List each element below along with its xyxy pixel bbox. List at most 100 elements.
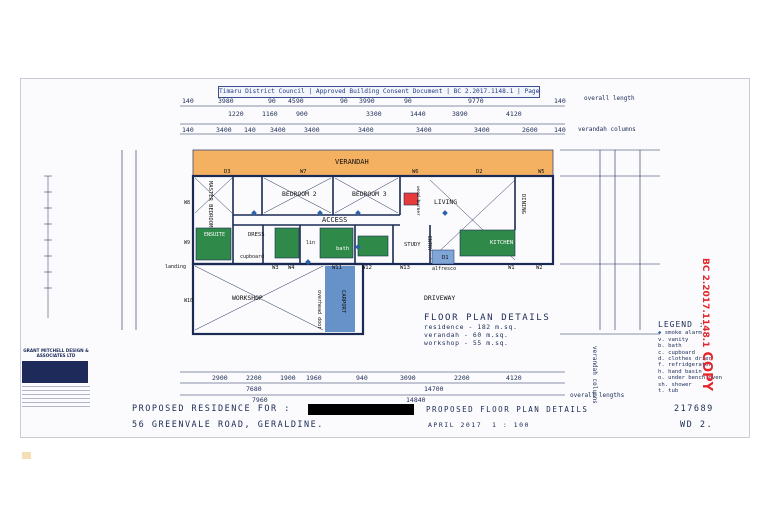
- floor-plan-details: FLOOR PLAN DETAILS residence - 182 m.sq.…: [424, 313, 550, 347]
- window-w2: W2: [536, 265, 543, 271]
- overall-lengths-label: overall lengths: [570, 392, 625, 399]
- scan-mark: [22, 452, 31, 459]
- dim-overall-1: 7960: [252, 396, 268, 404]
- dim-col-8: 3400: [474, 126, 490, 134]
- window-w3: W3: [272, 265, 279, 271]
- dim-bottom-2: 2200: [246, 374, 262, 382]
- dim-bottom-3: 1900: [280, 374, 296, 382]
- dim-col-4: 3400: [270, 126, 286, 134]
- dim-inner-7: 4120: [506, 110, 522, 118]
- window-w8: W8: [184, 200, 191, 206]
- legend-item: v. vanity: [658, 336, 689, 343]
- dim-bottom-total-2: 14700: [424, 385, 444, 393]
- dim-bottom-total-1: 7680: [246, 385, 262, 393]
- dim-col-3: 140: [244, 126, 256, 134]
- room-carport: CARPORT: [340, 290, 346, 314]
- dim-inner-6: 3890: [452, 110, 468, 118]
- top-dimension-lines: [121, 105, 641, 396]
- legend-item: h. hand basin: [658, 368, 702, 375]
- room-kitchen: KITCHEN: [490, 240, 514, 246]
- drawing-sheet: [20, 78, 750, 438]
- room-master-bedroom: MASTER BEDROOM: [207, 181, 213, 228]
- house-outline: [191, 174, 555, 266]
- window-w6: W6: [412, 169, 419, 175]
- wet-areas: [195, 227, 516, 261]
- dim-inner-5: 1440: [410, 110, 426, 118]
- overhead-door-label: overhead door: [316, 290, 322, 330]
- carport-area: [325, 266, 355, 332]
- company-logo: GRANT MITCHELL DESIGN & ASSOCIATES LTD: [22, 348, 90, 418]
- ceiling-diagonals: [194, 177, 516, 331]
- company-contact-lines: [22, 386, 90, 410]
- alfresco-label: alfresco: [432, 266, 457, 272]
- wood-burner-label: wood burner: [415, 186, 420, 216]
- scale-bar: [44, 175, 52, 318]
- plan-date: APRIL 2017: [428, 421, 483, 429]
- dim-col-7: 3400: [416, 126, 432, 134]
- dim-col-5: 3400: [304, 126, 320, 134]
- dim-top-3: 90: [268, 97, 276, 105]
- door-d2: D2: [476, 169, 483, 175]
- dim-bottom-6: 3090: [400, 374, 416, 382]
- dim-col-9: 2600: [522, 126, 538, 134]
- legend-item: b. bath: [658, 343, 682, 350]
- entry-step: [431, 249, 455, 265]
- company-name: GRANT MITCHELL DESIGN & ASSOCIATES LTD: [23, 348, 89, 358]
- window-w9: W9: [184, 240, 191, 246]
- council-approval-strip: Timaru District Council | Approved Build…: [218, 86, 540, 98]
- plan-title: PROPOSED FLOOR PLAN DETAILS: [426, 405, 589, 414]
- dim-top-9: 140: [554, 97, 566, 105]
- wood-burner: [403, 192, 419, 206]
- dim-col-10: 140: [554, 126, 566, 134]
- room-bedroom-2: BEDROOM 2: [282, 190, 317, 198]
- right-dimension-lines: [560, 149, 660, 335]
- details-workshop: workshop - 55 m.sq.: [424, 339, 509, 347]
- legend-item: sh. shower: [658, 381, 692, 388]
- smoke-alarm-icon: ◆: [658, 330, 665, 337]
- window-w10: W10: [184, 298, 194, 304]
- dim-bottom-8: 4120: [506, 374, 522, 382]
- dim-col-1: 140: [182, 126, 194, 134]
- window-w7: W7: [300, 169, 307, 175]
- dim-bottom-4: 1960: [306, 374, 322, 382]
- legend-item: c. cupboard: [658, 349, 696, 356]
- smoke-alarms: [251, 210, 448, 265]
- sheet-number: WD 2.: [680, 420, 714, 430]
- details-verandah: verandah - 60 m.sq.: [424, 331, 509, 339]
- dim-top-2: 3980: [218, 97, 234, 105]
- dim-inner-1: 1160: [262, 110, 278, 118]
- internal-walls: [232, 176, 516, 264]
- dim-col-6: 3400: [358, 126, 374, 134]
- dim-top-5: 90: [340, 97, 348, 105]
- dim-top-8: 9770: [468, 97, 484, 105]
- room-bath: bath: [336, 246, 350, 252]
- legend: LEGEND : ◆ smoke alarm v. vanity b. bath…: [658, 320, 738, 395]
- dim-top-1: 140: [182, 97, 194, 105]
- dim-bottom-1: 2900: [212, 374, 228, 382]
- job-number: 217689: [674, 404, 714, 414]
- room-entry: ENTRY: [426, 236, 432, 252]
- room-living: LIVING: [434, 198, 458, 206]
- dim-top-7: 90: [404, 97, 412, 105]
- window-w11: W11: [332, 265, 342, 271]
- bc-copy-stamp: BC 2.2017.1148.1COPY: [699, 258, 714, 392]
- room-dining: DINING: [520, 194, 526, 214]
- door-d3: D3: [224, 169, 231, 175]
- legend-item: t. tub: [658, 388, 679, 395]
- workshop-outline: [191, 262, 365, 336]
- dim-top-6: 3990: [359, 97, 375, 105]
- plan-scale: 1 : 100: [492, 421, 530, 429]
- details-title: FLOOR PLAN DETAILS: [424, 313, 551, 323]
- landing-label: landing: [165, 264, 187, 270]
- title-line-1: PROPOSED RESIDENCE FOR :: [132, 404, 291, 414]
- legend-title: LEGEND :: [658, 320, 705, 329]
- legend-item: d. clothes drier: [658, 356, 712, 363]
- logo-badge: [22, 361, 88, 383]
- details-residence: residence - 182 m.sq.: [424, 323, 518, 331]
- redacted-name: [308, 404, 414, 415]
- legend-item: f. refridgerator: [658, 362, 712, 369]
- dim-inner-3: 1220: [228, 110, 244, 118]
- overall-length-label: overall length: [584, 95, 635, 102]
- legend-item: ◆ smoke alarm: [658, 330, 702, 337]
